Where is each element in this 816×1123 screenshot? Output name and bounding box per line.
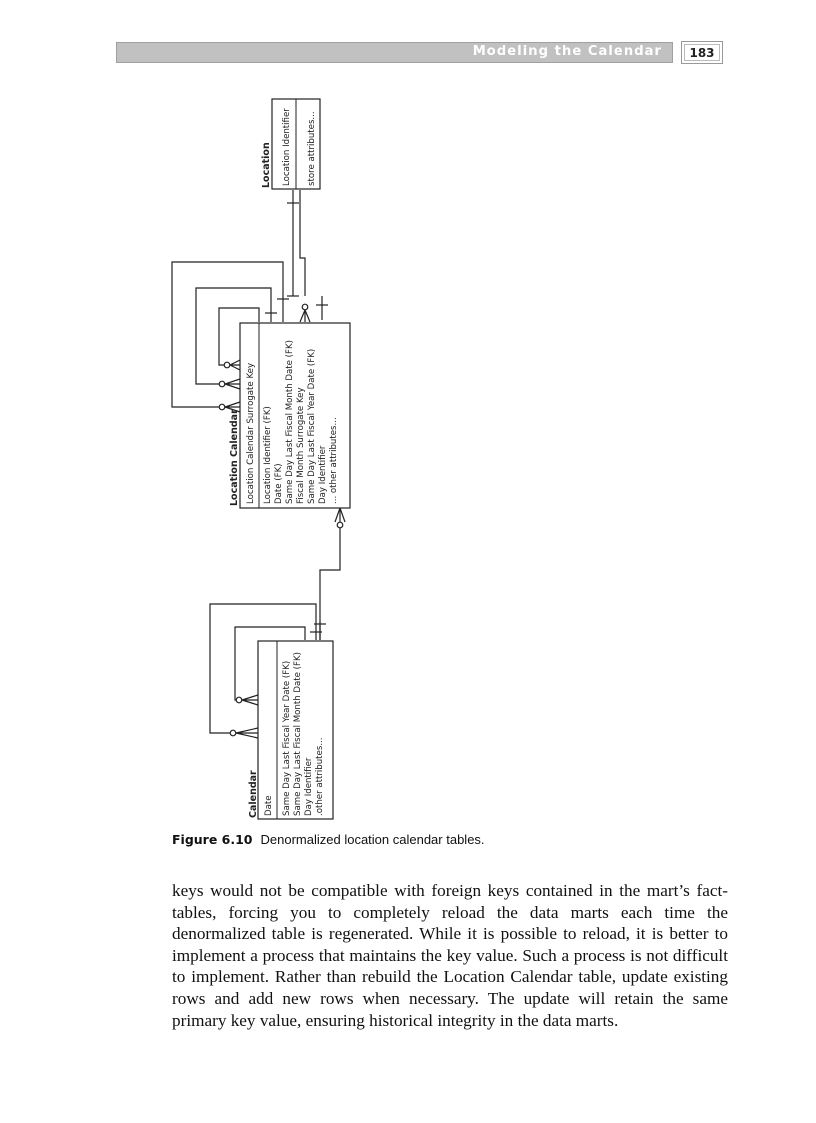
page-number: 183 (684, 44, 720, 61)
location-calendar-attr-0: Location Identifier (FK) (263, 406, 273, 504)
location-table-title: Location (261, 142, 272, 188)
location-calendar-attr-4: Same Day Last Fiscal Year Date (FK) (307, 349, 317, 504)
calendar-attr-2: Day Identifier (304, 757, 314, 816)
calendar-attr-0: Same Day Last Fiscal Year Date (FK) (282, 661, 292, 816)
location-attr-0: store attributes... (307, 111, 317, 186)
location-calendar-attr-2: Same Day Last Fiscal Month Date (FK) (285, 340, 295, 504)
location-calendar-attr-3: Fiscal Month Surrogate Key (296, 387, 306, 504)
location-calendar-attr-1: Date (FK) (274, 463, 284, 504)
location-key: Location Identifier (282, 108, 292, 186)
calendar-table-title: Calendar (248, 770, 259, 818)
page-number-box: 183 (681, 41, 723, 64)
location-calendar-key: Location Calendar Surrogate Key (246, 363, 256, 504)
location-calendar-table: Location Calendar Location Calendar Surr… (229, 322, 351, 509)
er-diagram: Location Location Identifier store attri… (171, 98, 351, 820)
location-calendar-attr-6: ... other attributes... (329, 417, 339, 504)
calendar-table: Calendar Date Same Day Last Fiscal Year … (248, 640, 334, 820)
relationship-lines (171, 190, 346, 739)
calendar-attr-3: .other attributes... (315, 737, 325, 816)
running-header-bar: Modeling the Calendar (116, 42, 673, 63)
calendar-attr-1: Same Day Last Fiscal Month Date (FK) (293, 652, 303, 816)
figure-caption: Figure 6.10 Denormalized location calenda… (172, 832, 485, 847)
location-calendar-title: Location Calendar (229, 409, 240, 506)
calendar-key: Date (264, 795, 274, 816)
body-paragraph: keys would not be compatible with foreig… (172, 881, 728, 1030)
figure-caption-text: Denormalized location calendar tables. (260, 832, 485, 847)
location-calendar-attr-5: Day Identifier (318, 445, 328, 504)
figure-label: Figure 6.10 (172, 832, 253, 847)
location-table: Location Location Identifier store attri… (261, 98, 321, 190)
running-title: Modeling the Calendar (472, 44, 662, 59)
body-text: keys would not be compatible with foreig… (172, 880, 728, 1031)
